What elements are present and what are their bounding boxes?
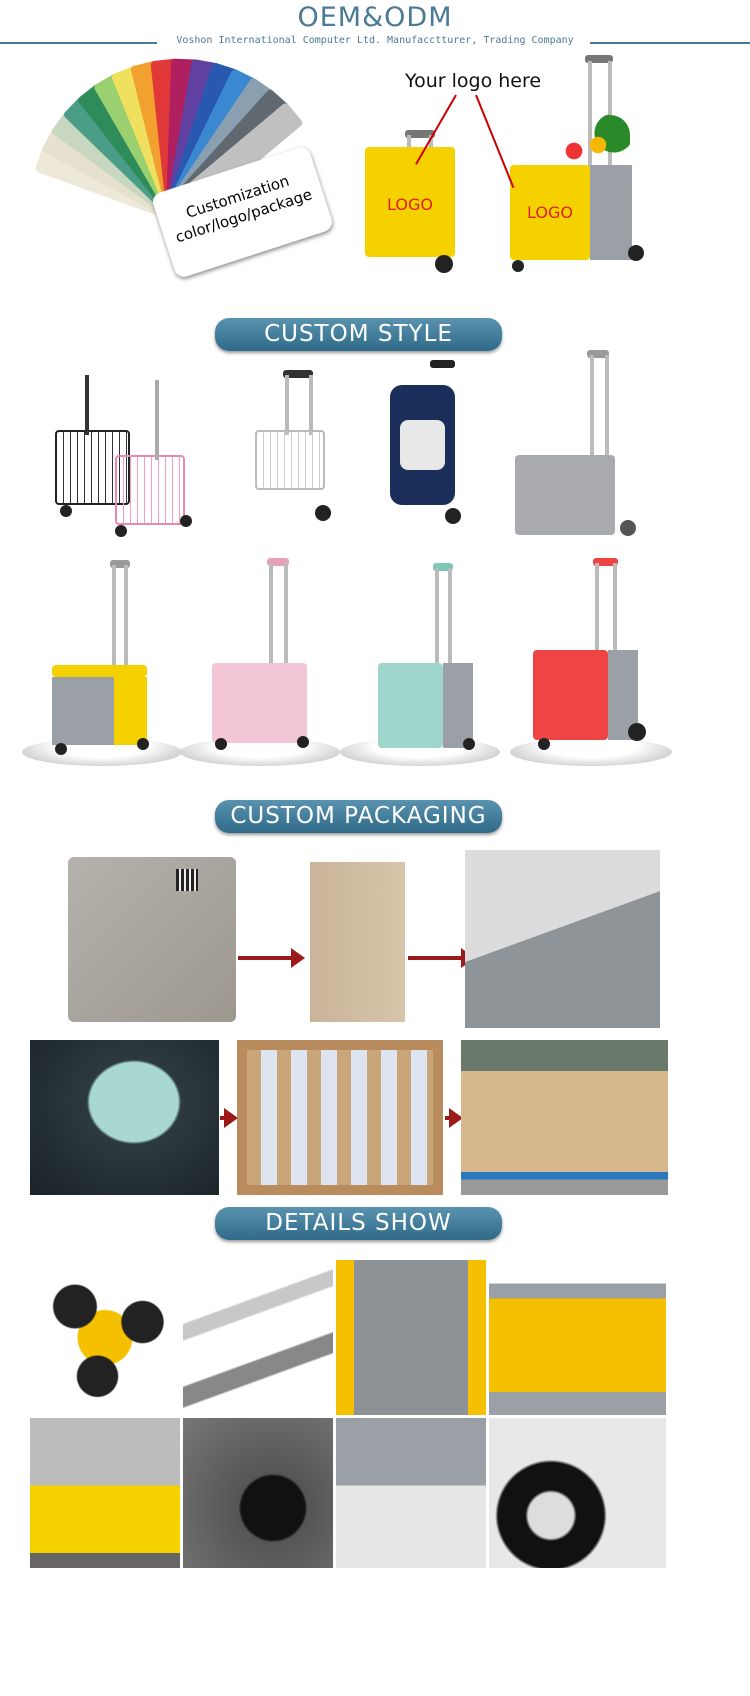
arrow-icon [408,948,475,968]
detail-bottom [489,1260,666,1415]
arrow-icon [445,1108,463,1128]
packaging-photo-boxed [237,1040,443,1195]
pedestal [510,738,672,766]
logo-trolley-with-groceries: LOGO [510,55,645,280]
arrow-icon [238,948,305,968]
gray-folding-cart [515,350,640,545]
detail-seat [30,1418,180,1568]
section-banner-custom-packaging: CUSTOM PACKAGING [215,800,502,833]
logo-label: LOGO [527,203,573,222]
logo-label: LOGO [387,195,433,214]
section-banner-details-show: DETAILS SHOW [215,1207,502,1240]
navy-bag-cart [385,360,465,535]
packaging-photo-pallets [461,1040,668,1195]
pointer-arrow [475,94,515,189]
logo-hint: Your logo here [405,70,542,92]
wire-cart-black-pink [55,375,205,545]
detail-lid-open [336,1418,486,1568]
trolley-yellow-gray [52,560,152,760]
detail-wheel-closeup [183,1418,333,1568]
carton-box-image [310,862,405,1022]
detail-wheel-hub [489,1418,666,1568]
trolley-mint [378,563,478,763]
qr-code-icon [176,869,198,891]
trolley-pink [212,558,312,758]
open-carton-image [465,850,660,1028]
aluminum-wire-cart [245,370,331,545]
detail-stair-wheels [30,1260,180,1415]
packaging-photo-lid [30,1040,219,1195]
page-title: OEM&ODM [297,2,453,33]
section-banner-custom-style: CUSTOM STYLE [215,318,502,351]
trolley-red [533,558,648,758]
wrapped-cart-image [68,857,236,1022]
logo-trolley-folded: LOGO [365,125,455,275]
divider-left [0,42,157,44]
company-subtitle: Voshon International Computer Ltd. Manuf… [176,35,574,46]
divider-right [590,42,750,44]
detail-handle [183,1260,333,1415]
detail-folding-box [336,1260,486,1415]
arrow-icon [220,1108,238,1128]
